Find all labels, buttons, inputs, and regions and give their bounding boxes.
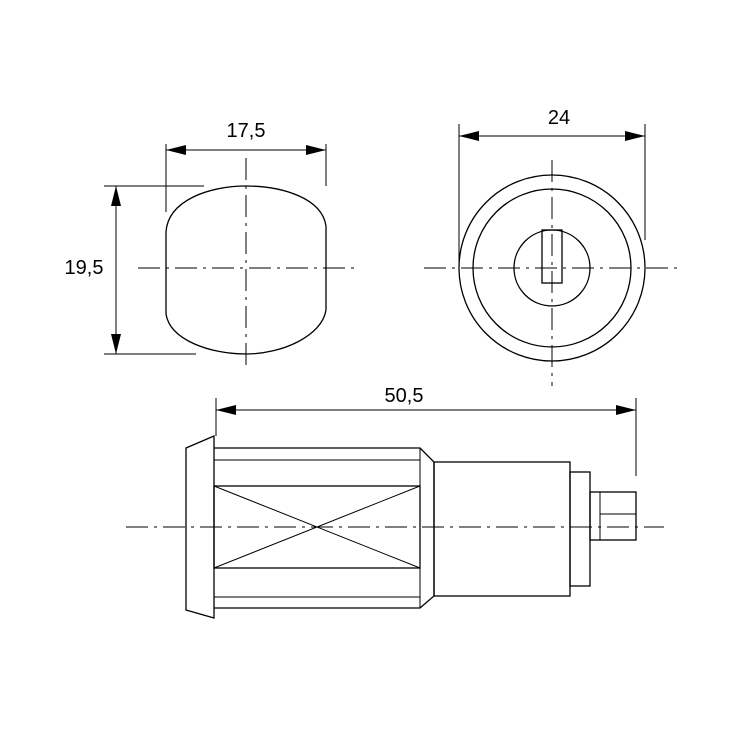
body-cylinder — [433, 461, 571, 597]
front-view-outline — [165, 185, 327, 355]
front-view: 17,5 19,5 — [65, 120, 356, 366]
front-width-label: 17,5 — [227, 120, 266, 142]
end-diameter-label: 24 — [548, 107, 570, 129]
overall-length-label: 50,5 — [385, 385, 424, 407]
end-view: 24 — [424, 107, 678, 386]
side-view: 50,5 — [126, 385, 664, 619]
front-height-label: 19,5 — [65, 257, 104, 279]
bezel-flange — [185, 435, 215, 619]
knurled-barrel — [214, 447, 435, 609]
cam-stub — [589, 491, 637, 541]
rear-collar — [569, 471, 591, 587]
